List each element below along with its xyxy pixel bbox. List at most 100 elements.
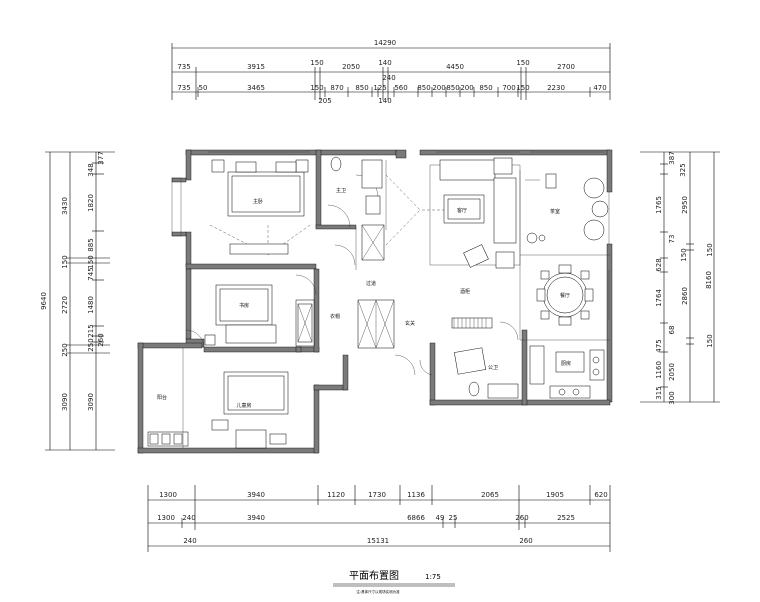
bottom-r2-1: 240 — [182, 514, 195, 522]
room-label-balcony: 阳台 — [157, 394, 167, 401]
top-r2-6: 125 — [373, 84, 386, 92]
top-r1-4: 140 — [378, 59, 391, 67]
top-dimension-block: 14290 735 3915 150 2050 140 4450 150 270… — [171, 39, 611, 105]
room-label-wardrobe: 衣帽 — [330, 313, 340, 320]
top-r2-14: 150 — [516, 84, 529, 92]
left-inner-1: 348 — [87, 163, 95, 176]
bottom-r2-4: 49 — [436, 514, 445, 522]
living-sofa — [439, 157, 517, 269]
top-r2-0: 735 — [177, 84, 190, 92]
corridor-cabinets — [295, 299, 395, 349]
left-inner-6: 1480 — [87, 296, 95, 314]
bottom-r3-2: 260 — [519, 537, 532, 545]
guest-bath-fixtures — [454, 347, 519, 399]
top-r2-12: 850 — [479, 84, 492, 92]
right-inner-8: 1160 — [655, 361, 663, 379]
top-r1-extra: 240 — [382, 74, 395, 82]
top-r2-3: 150 — [310, 84, 323, 92]
right-dimension-block: 8160 2950 150 2860 150 387 325 1765 73 6… — [640, 151, 720, 405]
top-overall-label: 14290 — [374, 39, 396, 47]
plan-walls — [137, 149, 613, 454]
right-inner-4: 628 — [655, 258, 663, 271]
right-outer-2: 2860 — [681, 287, 689, 305]
room-label-guest-bath: 公卫 — [488, 365, 498, 371]
top-r1-0: 735 — [177, 63, 190, 71]
top-r2-1: 50 — [199, 84, 208, 92]
right-inner-10: 315 — [655, 386, 663, 399]
right-inner-11: 300 — [668, 391, 676, 404]
balcony-fixtures — [147, 348, 189, 448]
room-label-dining: 餐厅 — [560, 292, 570, 299]
top-r2-16: 470 — [593, 84, 606, 92]
child-bed — [211, 371, 289, 449]
wine-cabinet — [451, 317, 493, 329]
room-label-child-bedroom: 儿童房 — [236, 402, 251, 409]
bottom-r2-6: 260 — [515, 514, 528, 522]
right-inner-9: 2050 — [668, 363, 676, 381]
right-inner-1: 325 — [679, 163, 687, 176]
right-inner-5: 1764 — [655, 289, 663, 307]
bottom-dimension-block: 1300 3940 1120 1730 1136 2065 1905 620 1… — [147, 485, 611, 552]
left-outer-1: 150 — [61, 255, 69, 268]
right-inner-3: 73 — [668, 235, 676, 244]
bottom-r1-3: 1730 — [368, 491, 386, 499]
top-r2-extra-1: 140 — [378, 97, 391, 105]
left-outer-3: 250 — [61, 343, 69, 356]
right-inner-7: 475 — [655, 339, 663, 352]
top-r2-13: 700 — [502, 84, 515, 92]
top-r1-5: 4450 — [446, 63, 464, 71]
bottom-r3-1: 15131 — [367, 537, 389, 545]
top-r2-8: 850 — [417, 84, 430, 92]
top-r2-7: 560 — [394, 84, 407, 92]
plan-interior-lines — [185, 151, 610, 376]
room-label-living: 客厅 — [457, 207, 467, 214]
drawing-title: 平面布置图 — [349, 570, 399, 582]
room-label-wine: 酒柜 — [460, 288, 470, 295]
bottom-r2-7: 2525 — [557, 514, 575, 522]
study-bed — [204, 284, 277, 346]
left-inner-7: 215 — [87, 324, 95, 337]
left-inner-9: 260 — [97, 333, 105, 346]
right-mid: 150 — [680, 248, 688, 261]
left-outer-0: 3430 — [61, 197, 69, 215]
bottom-r2-2: 3940 — [247, 514, 265, 522]
room-label-master-bath: 主卫 — [336, 187, 346, 194]
bottom-r1-2: 1120 — [327, 491, 345, 499]
top-r2-4: 870 — [330, 84, 343, 92]
right-inner-0: 387 — [668, 151, 676, 164]
right-inner-6: 68 — [668, 326, 676, 335]
left-outer-4: 3090 — [61, 393, 69, 411]
kitchen-fixtures — [529, 345, 605, 399]
top-r1-3: 2050 — [342, 63, 360, 71]
top-r2-9: 200 — [432, 84, 445, 92]
top-r2-10: 850 — [446, 84, 459, 92]
bottom-r1-5: 2065 — [481, 491, 499, 499]
left-inner-4: 150 — [87, 255, 95, 268]
furniture — [147, 156, 609, 449]
bottom-r1-4: 1136 — [407, 491, 425, 499]
bottom-r2-5: 25 — [449, 514, 458, 522]
top-r2-15: 2230 — [547, 84, 565, 92]
left-inner-5: 745 — [87, 267, 95, 280]
room-label-study: 书房 — [239, 302, 249, 309]
left-outer-2: 2720 — [61, 296, 69, 314]
top-r2-extra-0: 205 — [318, 97, 331, 105]
master-bed — [211, 159, 309, 255]
bottom-r1-6: 1905 — [546, 491, 564, 499]
drawing-subtitle: 注:具体尺寸以现场实测为准 — [356, 589, 400, 594]
left-inner-8: 250 — [87, 338, 95, 351]
left-inner-10: 3090 — [87, 393, 95, 411]
right-inner-2: 1765 — [655, 196, 663, 214]
bottom-r2-0: 1300 — [157, 514, 175, 522]
left-overall-label: 9640 — [40, 292, 48, 310]
bottom-r1-0: 1300 — [159, 491, 177, 499]
master-bath-fixtures — [330, 156, 385, 261]
tea-room-set — [525, 173, 609, 244]
room-label-master-bedroom: 主卧 — [253, 198, 263, 205]
room-labels: 主卧 主卫 过道 客厅 茶室 餐厅 酒柜 书房 衣帽 玄关 公卫 厨房 儿童房 … — [157, 187, 571, 409]
bottom-r3-0: 240 — [183, 537, 196, 545]
right-outer-3: 150 — [706, 334, 714, 347]
left-inner-2: 1820 — [87, 194, 95, 212]
